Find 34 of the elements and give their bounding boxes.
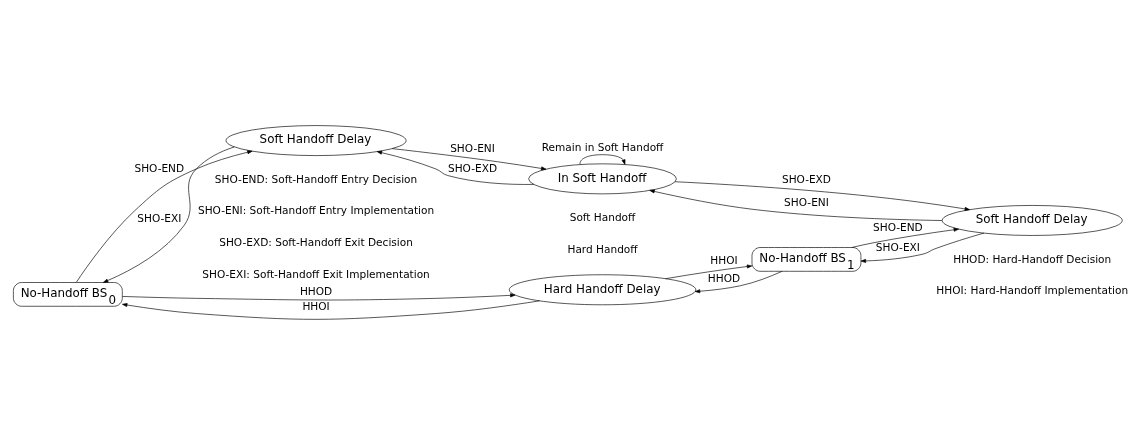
label: Hard Handoff <box>567 242 638 255</box>
arrow <box>579 154 626 165</box>
arrow <box>674 181 970 211</box>
arrow <box>391 148 547 171</box>
edge-label: Remain in Soft Handoff <box>541 141 664 154</box>
arrow <box>694 270 783 294</box>
edge-label: SHO-ENI <box>784 195 829 208</box>
arrow <box>122 300 540 320</box>
edge-label: SHO-ENI <box>450 142 495 155</box>
label: HHOI: Hard-Handoff Implementation <box>936 284 1129 297</box>
edge-label: HHOI <box>710 253 738 266</box>
label: SHO-EXD: Soft-Handoff Exit Decision <box>219 236 413 249</box>
arrow <box>649 189 943 221</box>
label: SHO-END: Soft-Handoff Entry Decision <box>214 172 418 185</box>
edge-label: SHO-EXI <box>875 240 920 253</box>
arrow <box>102 146 235 283</box>
arrow <box>122 293 516 301</box>
edge-label: SHO-END <box>134 162 185 175</box>
arrow <box>75 150 253 283</box>
label: HHOD: Hard-Handoff Decision <box>953 252 1112 265</box>
label: Soft Handoff <box>569 210 636 223</box>
edge-label: SHO-EXI <box>137 211 182 224</box>
arrow <box>851 227 959 248</box>
label: SHO-EXI: Soft-Handoff Exit Implementation <box>202 267 430 280</box>
arrow <box>665 264 753 279</box>
edge-label: HHOD <box>707 272 741 285</box>
arrow <box>860 232 985 263</box>
edge-label: HHOD <box>299 284 333 297</box>
edge-label: SHO-END <box>873 220 923 233</box>
edge-label: HHOI <box>302 300 330 313</box>
edge-label: SHO-EXD <box>448 162 498 175</box>
edge-label: SHO-EXD <box>781 173 831 186</box>
arrow <box>376 150 535 185</box>
label: SHO-ENI: Soft-Handoff Entry Implementation <box>197 204 435 217</box>
